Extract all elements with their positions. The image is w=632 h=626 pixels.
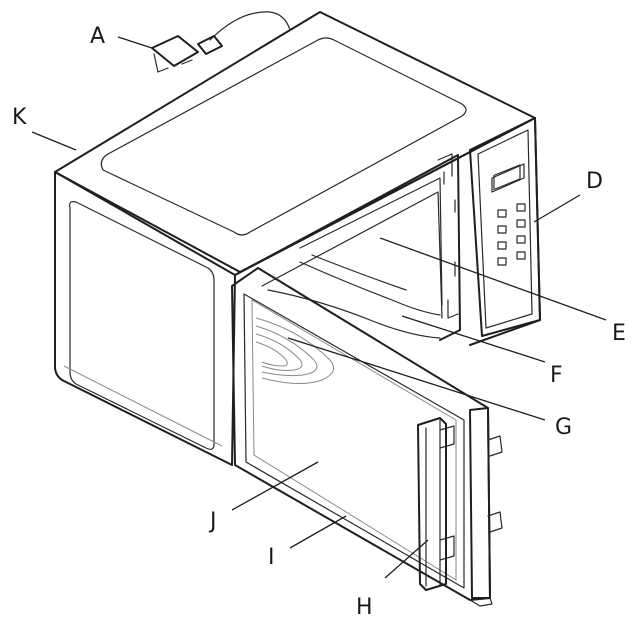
label-a: A — [90, 24, 105, 49]
label-j: J — [208, 509, 217, 534]
microwave-body — [54, 11, 541, 466]
label-f: F — [550, 363, 563, 388]
label-g: G — [555, 415, 572, 440]
label-d: D — [586, 169, 603, 194]
leader-lines — [31, 36, 607, 579]
control-panel — [491, 163, 526, 266]
callout-labels: A K D E F G J I H — [12, 24, 626, 620]
label-h: H — [356, 595, 373, 620]
door-handle — [417, 417, 455, 591]
label-e: E — [612, 321, 626, 346]
label-k: K — [12, 105, 27, 130]
cavity — [234, 153, 461, 341]
power-plug — [151, 11, 291, 73]
label-i: I — [268, 545, 275, 570]
door — [231, 267, 503, 607]
